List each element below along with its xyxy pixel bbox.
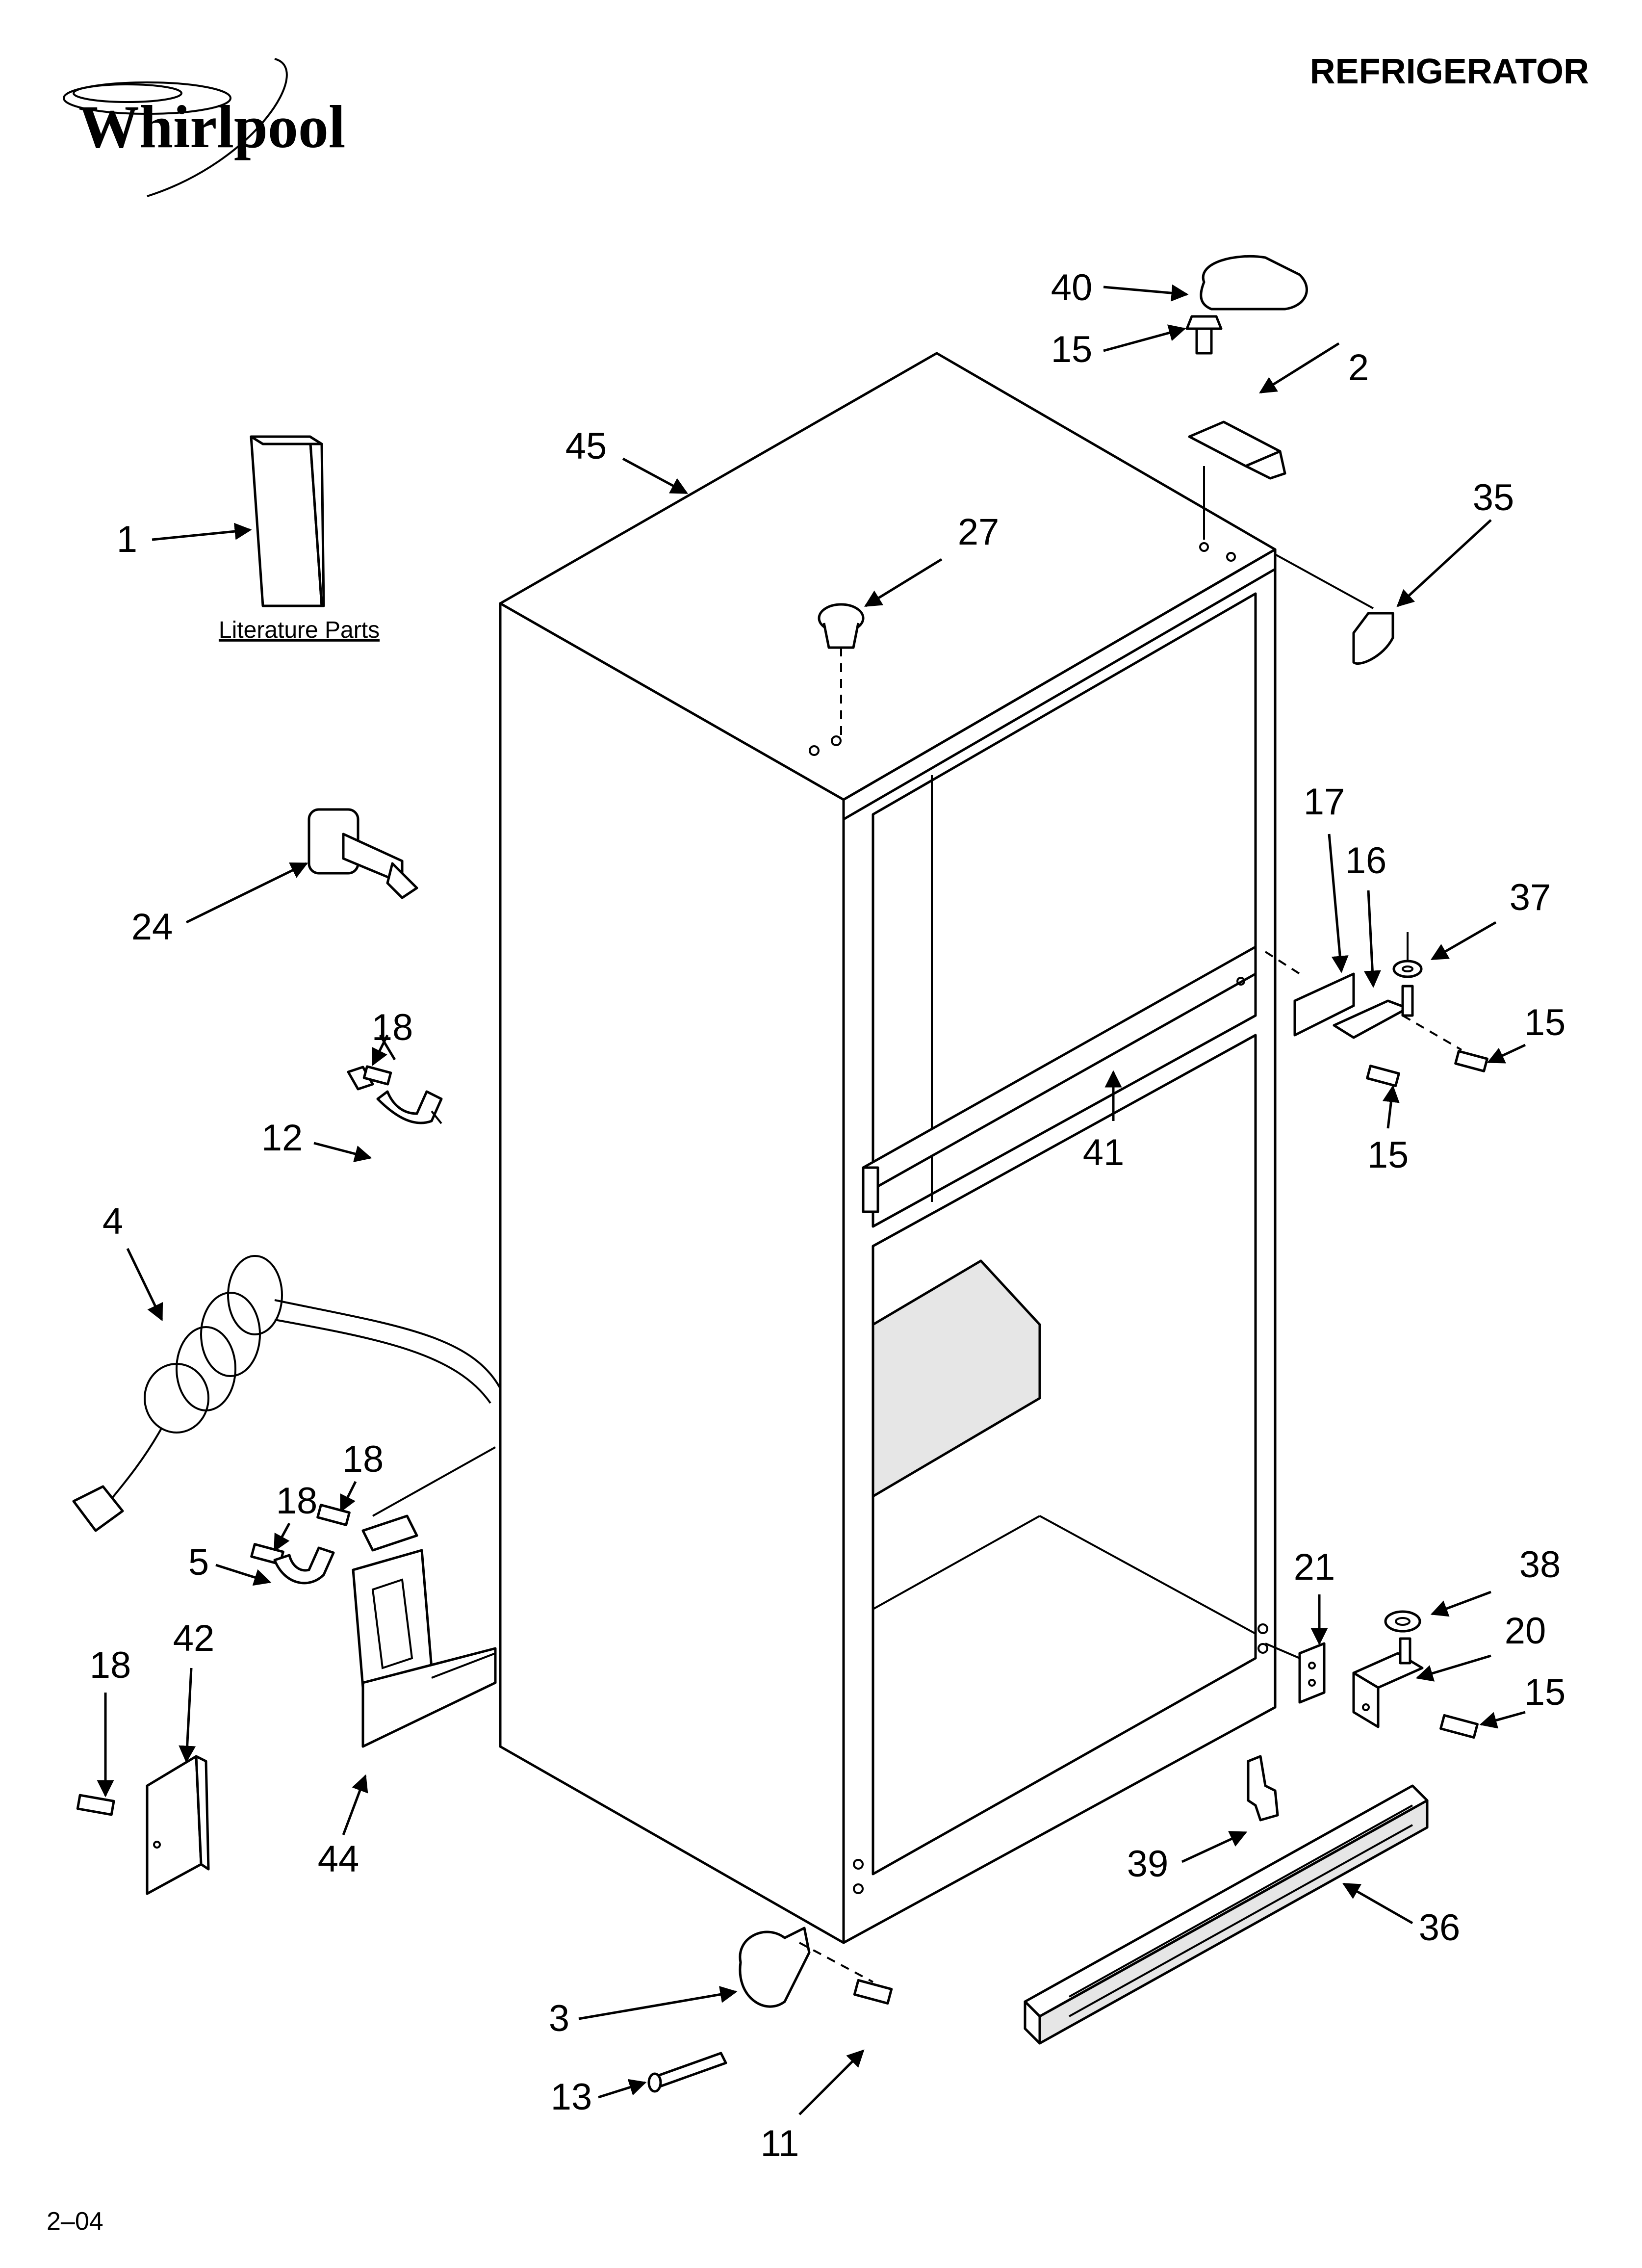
brand-logo-text: Whirlpool [78,93,345,160]
leader-40 [1103,284,1189,302]
leader-2 [1259,342,1340,394]
date-code: 2–04 [47,2207,103,2236]
bottom-hinge [1352,1637,1424,1728]
callout-35: 35 [1473,477,1514,519]
leader-20 [1415,1654,1491,1682]
screw-18-middle-right [316,1504,351,1526]
callout-15-hinge-lower: 15 [1367,1134,1409,1176]
leader-15-top [1103,324,1186,352]
door-stop-pin [308,808,418,899]
leader-24 [185,862,308,924]
leader-18-upper-shaft [379,1034,396,1061]
callout-42: 42 [173,1617,215,1659]
leader-4 [126,1248,163,1322]
center-hinge-washer [1392,960,1423,978]
hinge-cover [1200,255,1308,311]
leader-38 [1430,1590,1491,1617]
leader-39 [1181,1831,1248,1863]
leveling-roller-bracket [739,1927,811,2008]
leader-18-upper [371,1034,389,1067]
callout-36: 36 [1419,1907,1461,1949]
leader-37 [1430,921,1497,961]
roller-pin [647,2052,727,2093]
leader-1 [152,522,252,541]
bottom-hinge-shim [1298,1642,1326,1704]
leader-27 [864,558,943,607]
callout-18-middle-left: 18 [276,1480,318,1522]
callout-20: 20 [1505,1610,1546,1652]
callout-11: 11 [761,2123,799,2164]
center-hinge-shim [1293,972,1355,1037]
center-hinge-screw-right [1454,1050,1488,1072]
leader-36 [1342,1882,1413,1925]
callout-38: 38 [1519,1544,1561,1586]
callout-45: 45 [565,425,607,467]
literature-parts-booklet [250,435,325,607]
cord-bracket [352,1549,497,1748]
leader-3 [578,1986,738,2020]
leader-18-middle-left [273,1522,291,1552]
callout-41: 41 [1083,1132,1125,1173]
cord-clamp-lower [273,1514,418,1585]
bottom-hinge-washer [1384,1610,1421,1633]
callout-5: 5 [188,1541,209,1583]
leader-16 [1363,890,1381,988]
callout-18-upper: 18 [372,1007,413,1048]
callout-3: 3 [549,1998,569,2039]
callout-2: 2 [1348,347,1369,389]
leader-44 [342,1774,368,1835]
screw-18-lower [76,1794,115,1816]
callout-18-middle-right: 18 [342,1438,384,1480]
leader-5 [215,1564,272,1586]
leader-11 [798,2049,865,2115]
callout-21: 21 [1294,1546,1335,1588]
screw-18-upper [347,1065,392,1091]
page-title: REFRIGERATOR [1310,52,1589,91]
leader-45 [622,457,689,495]
leader-35 [1396,519,1492,607]
leader-12 [313,1142,372,1162]
whirlpool-logo: Whirlpool [63,58,345,197]
top-hinge [1188,420,1286,480]
callout-37: 37 [1510,877,1551,918]
callout-4: 4 [103,1200,123,1242]
callout-13: 13 [551,2076,592,2118]
literature-parts-caption: Literature Parts [219,617,380,643]
callout-27: 27 [958,511,1000,553]
bottom-hinge-screw [1439,1714,1479,1739]
center-hinge [1333,985,1414,1039]
hinge-pin-cap [1352,612,1394,665]
callout-24: 24 [131,906,173,948]
callout-15-hinge-right: 15 [1524,1002,1566,1043]
callout-15-bottom: 15 [1524,1671,1566,1713]
power-cord [72,1255,501,1532]
callout-18-lower: 18 [90,1644,131,1686]
top-hinge-screw [1185,315,1223,355]
callout-15-top: 15 [1051,329,1093,370]
leader-15-bottom [1479,1711,1526,1729]
leader-13 [598,2079,647,2099]
refrigerator-cabinet [499,352,1277,1944]
access-cover [146,1755,210,1895]
callout-44: 44 [318,1838,359,1880]
callout-12: 12 [261,1117,303,1159]
leader-18-middle-right [339,1481,357,1513]
leader-17 [1328,834,1349,973]
callout-39: 39 [1127,1843,1169,1885]
center-rail [862,945,1257,1213]
callout-16: 16 [1345,840,1387,882]
leveling-screw [853,1979,893,2005]
leader-42 [179,1668,196,1763]
callout-40: 40 [1051,267,1093,309]
callout-1: 1 [117,519,137,560]
leader-15-hinge-right [1487,1043,1526,1064]
leader-15-hinge-lower [1382,1085,1400,1129]
base-grille [1024,1784,1429,2045]
cord-clamp [376,1090,443,1124]
center-hinge-screw-lower [1366,1065,1400,1087]
callout-17: 17 [1304,781,1345,823]
top-plug [818,603,865,649]
grille-clip [1247,1755,1279,1822]
